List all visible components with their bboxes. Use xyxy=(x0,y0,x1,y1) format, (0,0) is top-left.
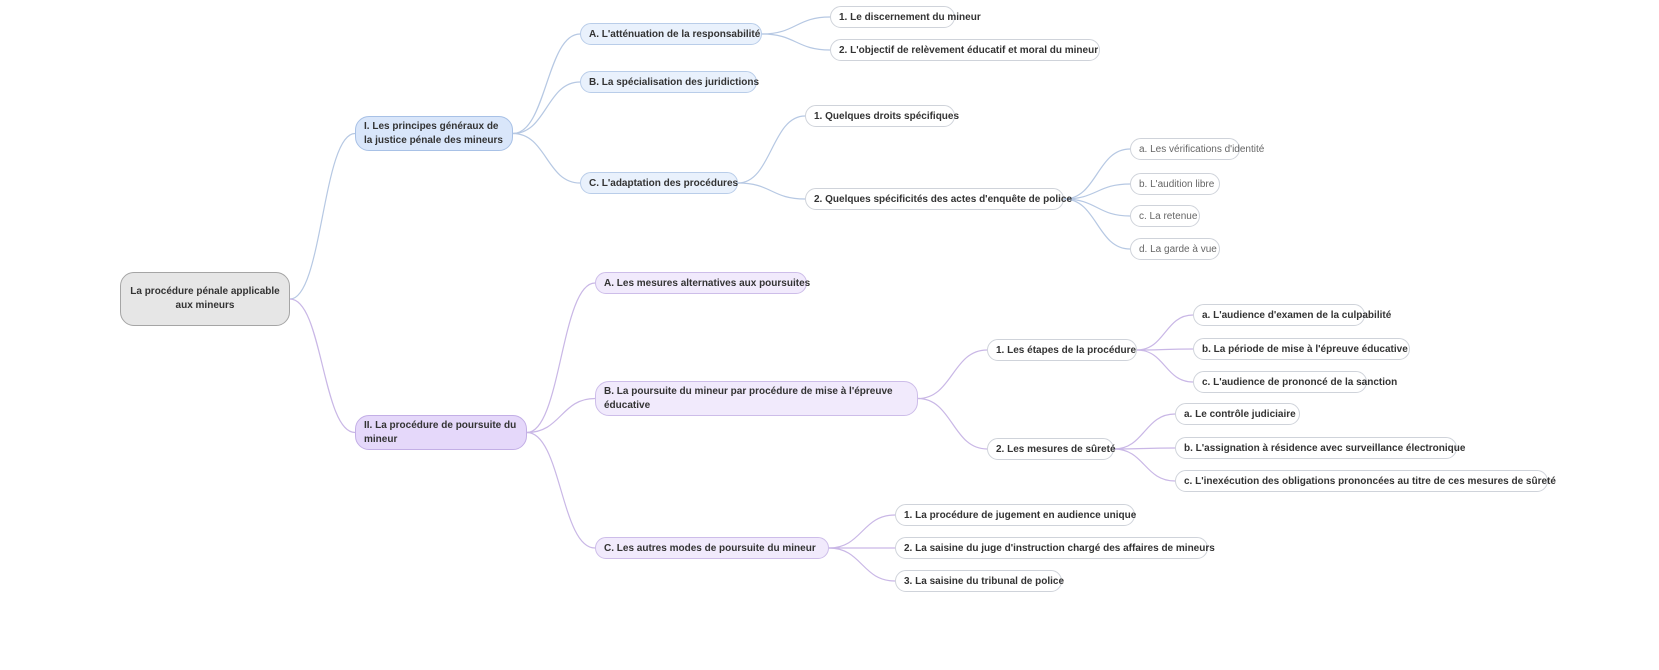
connector-IIB1a xyxy=(1136,314,1194,351)
topic-I-C-2[interactable]: 2. Quelques spécificités des actes d'enq… xyxy=(805,188,1072,210)
connector-IIB2c xyxy=(1113,448,1176,482)
topic-I-C-2-a[interactable]: a. Les vérifications d'identité xyxy=(1130,138,1264,160)
topic-II-B-2-c[interactable]: c. L'inexécution des obligations prononc… xyxy=(1175,470,1556,492)
topic-II-B-1[interactable]: 1. Les étapes de la procédure xyxy=(987,339,1137,361)
connector-IIC xyxy=(526,431,596,549)
topic-II-procedure-poursuite[interactable]: II. La procédure de poursuite du mineur xyxy=(355,415,527,450)
topic-II-C-2[interactable]: 2. La saisine du juge d'instruction char… xyxy=(895,537,1215,559)
connector-IIB xyxy=(526,397,596,434)
topic-I-principes-generaux[interactable]: I. Les principes généraux de la justice … xyxy=(355,116,513,151)
topic-II-B-2-a[interactable]: a. Le contrôle judiciaire xyxy=(1175,403,1300,425)
connector-IIB1c xyxy=(1136,349,1194,383)
topic-I-C-2-b[interactable]: b. L'audition libre xyxy=(1130,173,1220,195)
connector-IIB2 xyxy=(917,397,988,450)
connector-IIB1 xyxy=(917,349,988,400)
topic-II-A[interactable]: A. Les mesures alternatives aux poursuit… xyxy=(595,272,810,294)
topic-I-C-1[interactable]: 1. Quelques droits spécifiques xyxy=(805,105,959,127)
topic-I-A-1[interactable]: 1. Le discernement du mineur xyxy=(830,6,981,28)
connector-ICb xyxy=(1063,183,1131,200)
connector-IC2 xyxy=(737,182,806,200)
topic-II-B-2-b[interactable]: b. L'assignation à résidence avec survei… xyxy=(1175,437,1465,459)
connector-IIB1b xyxy=(1136,348,1194,351)
connector-ICc xyxy=(1063,198,1131,217)
topic-II-C[interactable]: C. Les autres modes de poursuite du mine… xyxy=(595,537,829,559)
topic-I-A[interactable]: A. L'atténuation de la responsabilité xyxy=(580,23,762,45)
topic-I-A-2[interactable]: 2. L'objectif de relèvement éducatif et … xyxy=(830,39,1100,61)
topic-II-B-2[interactable]: 2. Les mesures de sûreté xyxy=(987,438,1116,460)
topic-II-B-1-b[interactable]: b. La période de mise à l'épreuve éducat… xyxy=(1193,338,1410,360)
connector-IC1 xyxy=(737,115,806,184)
connector-IIA xyxy=(526,282,596,434)
connector-II xyxy=(289,298,356,434)
topic-II-B-1-a[interactable]: a. L'audience d'examen de la culpabilité xyxy=(1193,304,1391,326)
topic-II-B[interactable]: B. La poursuite du mineur par procédure … xyxy=(595,381,918,416)
topic-II-B-1-c[interactable]: c. L'audience de prononcé de la sanction xyxy=(1193,371,1397,393)
connector-I xyxy=(289,132,356,300)
connector-IIC1 xyxy=(828,514,896,549)
connector-ICa xyxy=(1063,148,1131,200)
connector-IA2 xyxy=(761,33,831,51)
topic-II-C-3[interactable]: 3. La saisine du tribunal de police xyxy=(895,570,1064,592)
connector-IC xyxy=(512,132,581,184)
topic-I-B[interactable]: B. La spécialisation des juridictions xyxy=(580,71,759,93)
root-topic[interactable]: La procédure pénale applicable aux mineu… xyxy=(120,272,290,326)
connector-IIB2b xyxy=(1113,447,1176,450)
topic-I-C-2-c[interactable]: c. La retenue xyxy=(1130,205,1200,227)
connector-ICd xyxy=(1063,198,1131,250)
connector-IIC3 xyxy=(828,547,896,582)
connector-IB xyxy=(512,81,581,135)
connector-IIB2a xyxy=(1113,413,1176,450)
connector-IA xyxy=(512,33,581,135)
topic-II-C-1[interactable]: 1. La procédure de jugement en audience … xyxy=(895,504,1136,526)
topic-I-C-2-d[interactable]: d. La garde à vue xyxy=(1130,238,1220,260)
topic-I-C[interactable]: C. L'adaptation des procédures xyxy=(580,172,738,194)
connector-IA1 xyxy=(761,16,831,35)
